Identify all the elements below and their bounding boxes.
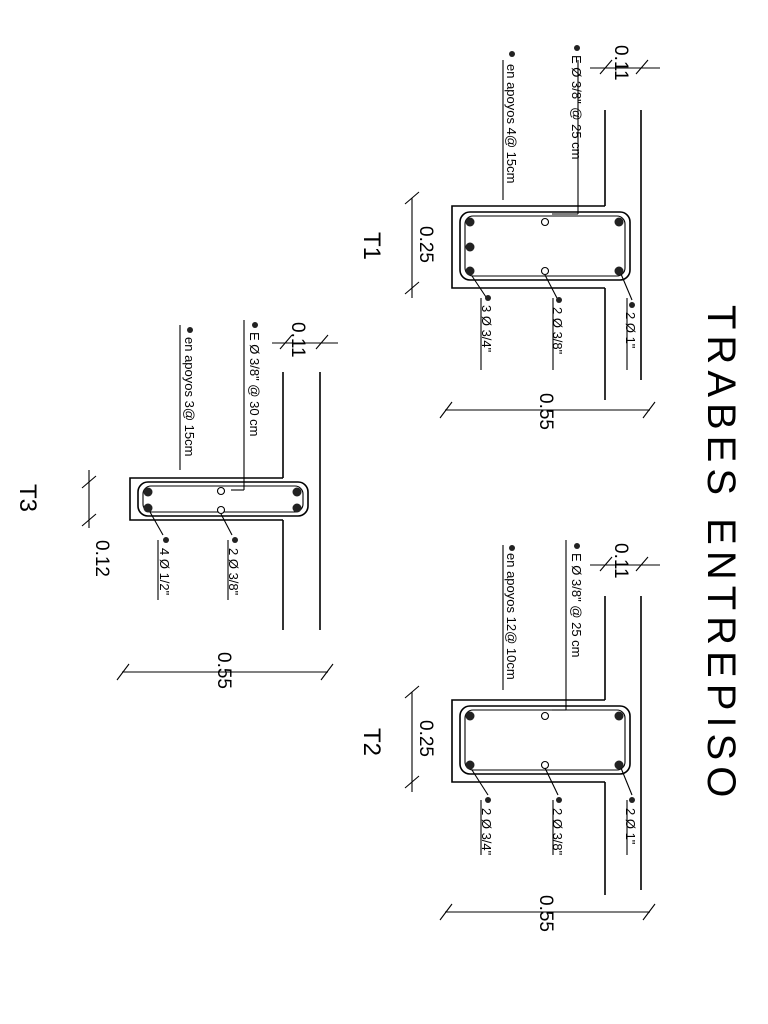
t2-bar-top-note: 2 Ø 1" [623,808,638,845]
t1-bar-skin [540,217,550,227]
t1-height-dim: 0.55 [535,393,556,430]
t1-note-dot [485,295,491,301]
t2-bar [614,711,624,721]
t2-note-dot [574,543,580,549]
t1-label: T1 [358,232,385,260]
t2-dim-tick [599,556,613,572]
t2-note-dot [509,545,515,551]
t1-bar-top-note: 2 Ø 1" [623,312,638,349]
t3-note-dot [232,537,238,543]
t2-bar-skin [540,711,550,721]
t3-leader [220,513,233,536]
t2-bar-mid-note: 2 Ø 3/8" [550,808,565,856]
t1-bar [465,217,475,227]
t3-stirrup-outer [137,481,309,517]
t2-note-dot [556,797,562,803]
t2-leader [620,767,633,796]
t2-dim-tick [642,903,656,921]
beam-t2: E Ø 3/8" @ 25 cm en apoyos 12@ 10cm 2 Ø … [358,540,660,932]
t1-dim-tick [439,401,453,419]
t3-slab-dim: 0.11 [287,322,308,358]
t3-height-dim: 0.55 [213,652,234,689]
t1-dim-tick [404,281,420,295]
t1-bar-skin [540,266,550,276]
t3-bar [292,487,302,497]
t2-leader [471,769,489,796]
t1-note-dot [629,302,635,308]
t1-bar [465,266,475,276]
t3-bar-skin [216,486,226,496]
t1-note-dot [574,45,580,51]
t1-note-dot [556,297,562,303]
t3-leader [149,511,164,536]
t2-dim-tick [404,685,420,699]
t1-stirrup-note: E Ø 3/8" @ 25 cm [569,55,584,160]
t2-bar-bottom-note: 2 Ø 3/4" [479,808,494,856]
beam-t3: E Ø 3/8" @ 30 cm en apoyos 3@ 15cm 2 Ø 3… [14,320,338,689]
t2-stirrup-inner [464,709,626,771]
t3-bar [292,503,302,513]
t3-width-dim: 0.12 [91,540,112,577]
t3-dim-tick [81,513,97,527]
t3-bar [143,503,153,513]
t1-dim-tick [404,191,420,205]
t3-bar [143,487,153,497]
t2-slab-dim: 0.11 [610,543,631,579]
t2-bar [465,711,475,721]
beam-t1: E Ø 3/8" @ 25 cm en apoyos 4@ 15cm 2 Ø 1… [358,45,660,430]
t1-bar-mid-note: 2 Ø 3/8" [550,307,565,355]
t3-note-dot [187,327,193,333]
t3-dim-tick [81,475,97,489]
t1-supports-note: en apoyos 4@ 15cm [504,64,519,183]
t2-note-dot [629,797,635,803]
t1-slab-dim: 0.11 [610,45,631,81]
t2-supports-note: en apoyos 12@ 10cm [504,553,519,680]
t3-supports-note: en apoyos 3@ 15cm [182,337,197,456]
t2-bar [614,760,624,770]
t2-stirrup-outer [459,705,631,775]
t3-note-dot [163,537,169,543]
sheet-title: TRABES ENTREPISO [699,305,743,803]
t3-section-outline [129,477,283,521]
t2-width-dim: 0.25 [415,720,436,757]
t2-dim-tick [635,556,649,572]
t3-label: T3 [14,484,41,512]
t1-note-dot [509,51,515,57]
t1-bar [465,242,475,252]
t2-leader [544,767,559,796]
t1-dim-tick [642,401,656,419]
t2-label: T2 [358,728,385,756]
t1-stirrup-outer [459,211,631,281]
t2-dim-tick [439,903,453,921]
t1-dim-tick [599,59,613,75]
t2-bar [465,760,475,770]
t1-width-dim: 0.25 [415,226,436,263]
t1-bar [614,217,624,227]
t1-leader [620,273,633,301]
t1-leader [471,275,489,301]
t3-dim-tick [116,663,130,681]
t1-leader [544,274,559,301]
t2-bar-skin [540,760,550,770]
t3-dim-tick [279,334,293,350]
t3-dim-tick [315,334,329,350]
t3-dim-tick [320,663,334,681]
t2-note-dot [485,797,491,803]
t3-stirrup-note: E Ø 3/8" @ 30 cm [247,332,262,437]
t2-stirrup-note: E Ø 3/8" @ 25 cm [569,553,584,658]
t2-dim-tick [404,775,420,789]
t1-dim-tick [635,59,649,75]
t3-bar-bottom-note: 4 Ø 1/2" [157,548,172,596]
t1-bar-bottom-note: 3 Ø 3/4" [479,305,494,353]
t1-bar [614,266,624,276]
t1-section-outline [451,205,605,289]
t3-bar-mid-note: 2 Ø 3/8" [226,548,241,596]
t3-note-dot [252,322,258,328]
t3-bar-skin [216,505,226,515]
t2-height-dim: 0.55 [535,895,556,932]
t2-section-outline [451,699,605,783]
